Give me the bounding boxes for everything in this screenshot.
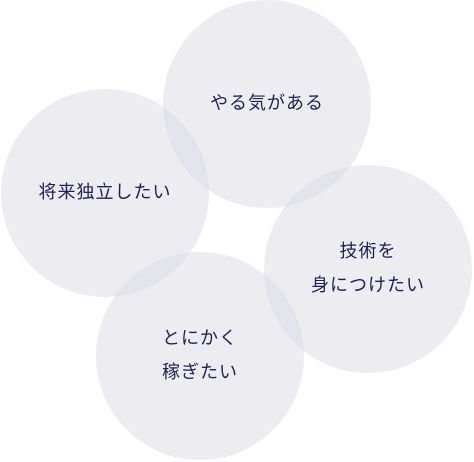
bubble-earn: とにかく 稼ぎたい [96,252,304,460]
bubble-label: とにかく 稼ぎたい [162,322,238,390]
bubble-line: 将来独立したい [38,182,172,203]
bubble-label: 将来独立したい [39,176,172,210]
bubble-label: やる気がある [210,87,324,121]
bubble-line: 技術を [339,241,397,262]
bubble-line: とにかく [162,328,238,349]
bubble-line: 稼ぎたい [162,362,238,383]
bubble-label: 技術を 身につけたい [311,235,425,303]
bubble-line: やる気がある [210,93,324,114]
bubble-line: 身につけたい [311,275,425,296]
